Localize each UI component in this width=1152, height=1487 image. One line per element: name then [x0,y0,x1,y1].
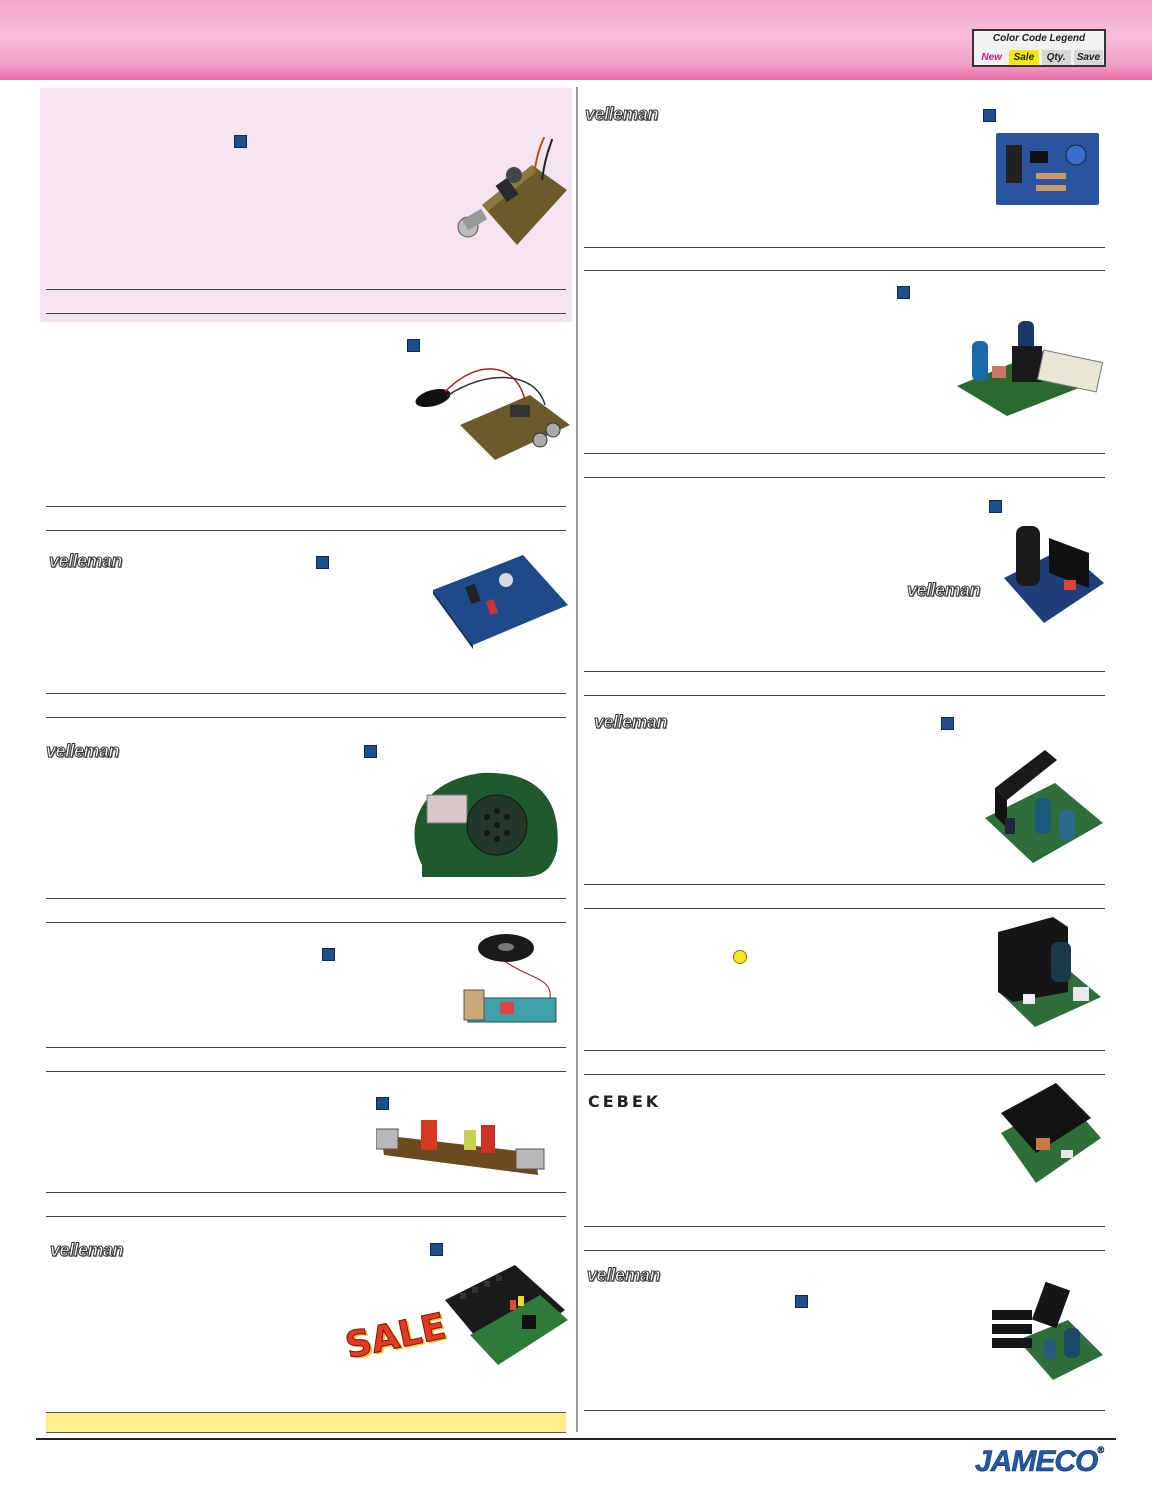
circuit-board-kit-image [433,555,568,649]
product-badge [322,948,335,961]
rule [46,898,566,899]
power-amp-kit-image [1004,526,1104,623]
blue-amplifier-board-image [996,133,1099,205]
legend-qty: Qty. [1041,50,1071,65]
rule [584,1250,1105,1251]
heatsink-amp-kit-image [985,750,1103,863]
rule [46,1071,566,1072]
jameco-logo[interactable]: JAMECO® [975,1445,1104,1479]
jameco-logo-text: JAMECO [975,1445,1099,1479]
rule [584,270,1105,271]
rule [584,671,1105,672]
product-badge [941,717,954,730]
column-divider [576,87,578,1432]
spy-ear-kit-image [415,368,570,460]
rule [46,1047,566,1048]
rule [584,453,1105,454]
rule [46,717,566,718]
product-badge [795,1295,808,1308]
rule [46,1192,566,1193]
velleman-logo: velleman [906,580,981,601]
velleman-logo: velleman [45,741,120,762]
velleman-logo: velleman [586,1265,661,1286]
velleman-logo: velleman [593,712,668,733]
product-badge [316,556,329,569]
product-badge [430,1243,443,1256]
potentiometer-kit-image [957,321,1104,416]
rule [46,693,566,694]
product-badge [376,1097,389,1110]
mono-amp-heatsink-kit-image [992,1281,1103,1380]
rule [46,530,566,531]
velleman-logo: velleman [49,1240,124,1261]
product-badge [407,339,420,352]
led-vu-meter-kit-image [445,1265,568,1365]
rule [584,908,1105,909]
footer-rule [36,1438,1116,1440]
legend-title: Color Code Legend [992,33,1086,44]
sale-graphic: SALE [341,1305,450,1368]
rule [584,247,1105,248]
cebek-amp-module-image [1001,1083,1101,1183]
registered-mark: ® [1097,1445,1104,1456]
velleman-logo: velleman [584,104,659,125]
rule [584,477,1105,478]
legend-save: Save [1073,50,1103,65]
product-badge [983,109,996,122]
legend-new: New [981,52,1002,63]
cebek-logo: CEBEK [588,1092,662,1111]
rule [584,884,1105,885]
legend-row: New Sale Qty. Save [977,50,1103,65]
rule [584,1410,1105,1411]
product-badge [364,745,377,758]
product-badge [989,500,1002,513]
product-badge [897,286,910,299]
stereo-amp-kit-image [998,917,1101,1027]
microphone-kit-image [457,136,567,245]
page-header-band: Color Code Legend New Sale Qty. Save [0,0,1152,80]
audio-jack-board-image [376,1120,545,1175]
rule [46,313,566,314]
speaker-module-kit-image [463,934,557,1023]
sound-module-kit-image [414,772,558,877]
color-code-legend: Color Code Legend New Sale Qty. Save [972,29,1106,67]
rule [584,1074,1105,1075]
legend-sale: Sale [1009,50,1039,65]
product-badge-yellow [733,950,747,964]
velleman-logo: velleman [48,551,123,572]
rule [584,1050,1105,1051]
rule [46,922,566,923]
rule [584,1226,1105,1227]
rule [46,289,566,290]
sale-highlight-bar [46,1412,566,1433]
rule [46,1216,566,1217]
rule [584,695,1105,696]
product-badge [234,135,247,148]
rule [46,506,566,507]
